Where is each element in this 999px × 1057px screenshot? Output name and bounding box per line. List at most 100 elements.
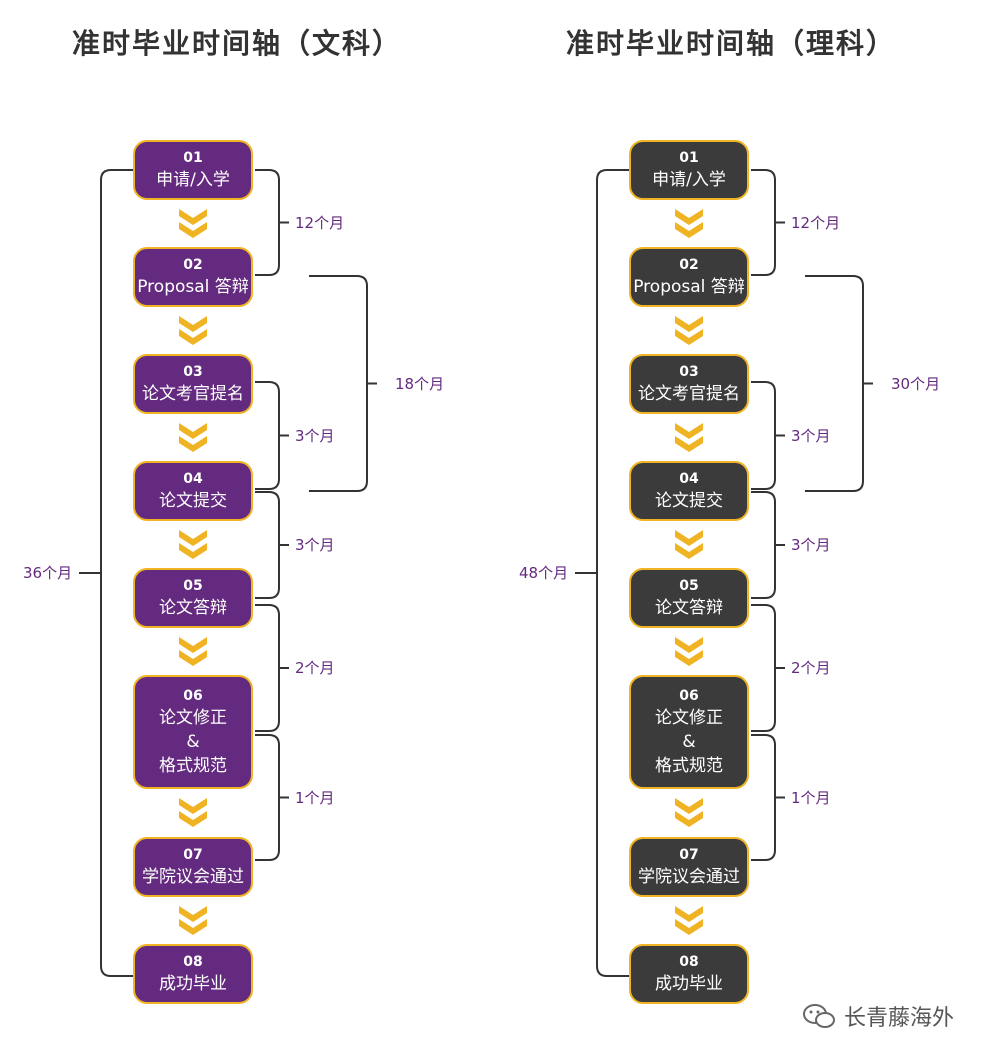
right-span-label: 30个月 xyxy=(891,374,941,393)
step-label-line: 学院议会通过 xyxy=(142,867,244,887)
right-interval-bracket-5 xyxy=(751,734,785,861)
step-number: 02 xyxy=(183,257,203,273)
left-step-04-node: 04 论文提交 xyxy=(133,461,253,521)
chevron-down-icon xyxy=(675,315,703,345)
chevron-down-icon xyxy=(179,315,207,345)
chevron-down-icon xyxy=(179,636,207,666)
left-column-title: 准时毕业时间轴（文科） xyxy=(72,27,403,60)
step-label-line: 论文考官提名 xyxy=(142,384,244,404)
chevron-down-icon xyxy=(179,529,207,559)
left-span-bracket xyxy=(309,275,377,492)
step-label-line: 论文考官提名 xyxy=(638,384,740,404)
right-interval-label-2: 3个月 xyxy=(791,426,831,445)
chevron-down-icon xyxy=(179,422,207,452)
step-label-line: & xyxy=(186,732,200,752)
step-label-line: 论文修正 xyxy=(655,708,723,728)
step-label: 申请/入学 xyxy=(156,168,230,192)
step-number: 07 xyxy=(679,847,699,863)
left-interval-bracket-5 xyxy=(255,734,289,861)
left-step-07-node: 07 学院议会通过 xyxy=(133,837,253,897)
chevron-down-icon xyxy=(675,798,703,827)
left-step-08-node: 08 成功毕业 xyxy=(133,944,253,1004)
chevron-down-icon xyxy=(675,905,703,935)
right-interval-bracket-2 xyxy=(751,381,785,490)
left-step-06-node: 06 论文修正 & 格式规范 xyxy=(133,675,253,789)
right-interval-label-5: 1个月 xyxy=(791,788,831,807)
step-number: 05 xyxy=(183,578,203,594)
step-label: 成功毕业 xyxy=(159,972,227,996)
step-label-line: 申请/入学 xyxy=(156,170,230,190)
left-span-label: 18个月 xyxy=(395,374,445,393)
step-label-line: & xyxy=(682,732,696,752)
right-step-04-node: 04 论文提交 xyxy=(629,461,749,521)
left-interval-label-2: 3个月 xyxy=(295,426,335,445)
right-column-title: 准时毕业时间轴（理科） xyxy=(566,27,897,60)
step-label: Proposal 答辩 xyxy=(633,275,745,299)
step-label: 论文修正 & 格式规范 xyxy=(655,706,723,778)
right-step-07-node: 07 学院议会通过 xyxy=(629,837,749,897)
step-label: 论文考官提名 xyxy=(142,382,244,406)
step-label-line: 格式规范 xyxy=(655,756,723,776)
step-label-line: 格式规范 xyxy=(159,756,227,776)
chevron-down-icon xyxy=(179,798,207,827)
step-number: 06 xyxy=(183,688,203,704)
right-interval-label-3: 3个月 xyxy=(791,536,831,554)
step-number: 02 xyxy=(679,257,699,273)
chevron-down-icon xyxy=(179,208,207,238)
step-label-line: 论文提交 xyxy=(655,491,723,511)
left-interval-bracket-1 xyxy=(255,169,289,276)
left-step-05-node: 05 论文答辩 xyxy=(133,568,253,628)
step-label: 论文提交 xyxy=(159,489,227,513)
step-number: 07 xyxy=(183,847,203,863)
step-label-line: 申请/入学 xyxy=(652,170,726,190)
step-label: 论文答辩 xyxy=(655,596,723,620)
left-interval-label-1: 12个月 xyxy=(295,213,345,232)
step-label-line: 论文提交 xyxy=(159,491,227,511)
step-label: 论文答辩 xyxy=(159,596,227,620)
chevron-down-icon xyxy=(675,208,703,238)
right-interval-label-1: 12个月 xyxy=(791,213,841,232)
left-total-bracket xyxy=(79,169,133,977)
step-label-line: 学院议会通过 xyxy=(638,867,740,887)
left-interval-bracket-3 xyxy=(255,491,289,599)
step-label-line: Proposal 答辩 xyxy=(633,277,745,297)
step-label: 申请/入学 xyxy=(652,168,726,192)
step-label: 学院议会通过 xyxy=(142,865,244,889)
left-total-label: 36个月 xyxy=(23,564,73,582)
step-label-line: 论文答辩 xyxy=(655,598,723,618)
chevron-down-icon xyxy=(675,636,703,666)
right-total-bracket xyxy=(575,169,629,977)
right-step-01-node: 01 申请/入学 xyxy=(629,140,749,200)
watermark-text: 长青藤海外 xyxy=(844,1006,955,1031)
left-interval-bracket-4 xyxy=(255,604,289,732)
right-interval-bracket-4 xyxy=(751,604,785,732)
step-label: 学院议会通过 xyxy=(638,865,740,889)
step-number: 04 xyxy=(183,471,203,487)
watermark: 长青藤海外 xyxy=(802,1000,954,1032)
right-interval-bracket-3 xyxy=(751,491,785,599)
wechat-icon xyxy=(803,1004,835,1028)
step-label: 成功毕业 xyxy=(655,972,723,996)
step-label-line: 成功毕业 xyxy=(655,974,723,994)
left-step-01-node: 01 申请/入学 xyxy=(133,140,253,200)
chevron-down-icon xyxy=(675,529,703,559)
right-span-bracket xyxy=(805,275,873,492)
step-number: 01 xyxy=(183,150,203,166)
left-interval-label-4: 2个月 xyxy=(295,659,335,677)
step-number: 04 xyxy=(679,471,699,487)
step-label-line: 论文修正 xyxy=(159,708,227,728)
step-number: 08 xyxy=(183,954,203,970)
step-number: 01 xyxy=(679,150,699,166)
step-number: 03 xyxy=(183,364,203,380)
step-label-line: 成功毕业 xyxy=(159,974,227,994)
step-label: 论文考官提名 xyxy=(638,382,740,406)
step-label: Proposal 答辩 xyxy=(137,275,249,299)
step-label-line: Proposal 答辩 xyxy=(137,277,249,297)
